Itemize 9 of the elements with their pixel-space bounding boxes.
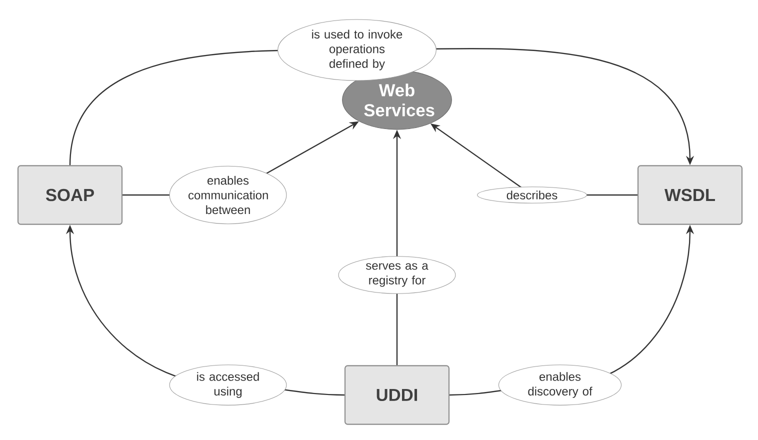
edge-label: describes	[477, 186, 587, 204]
concept-box: UDDI	[344, 365, 450, 425]
edge-label: is used to invoke operations defined by	[278, 19, 436, 81]
edge-label: enables communication between	[169, 166, 287, 224]
concept-box: WSDL	[637, 165, 743, 225]
edge-label: is accessed using	[169, 364, 287, 406]
edge-label: serves as a registry for	[338, 256, 456, 294]
edge-label: enables discovery of	[498, 364, 622, 406]
concept-box: SOAP	[17, 165, 123, 225]
